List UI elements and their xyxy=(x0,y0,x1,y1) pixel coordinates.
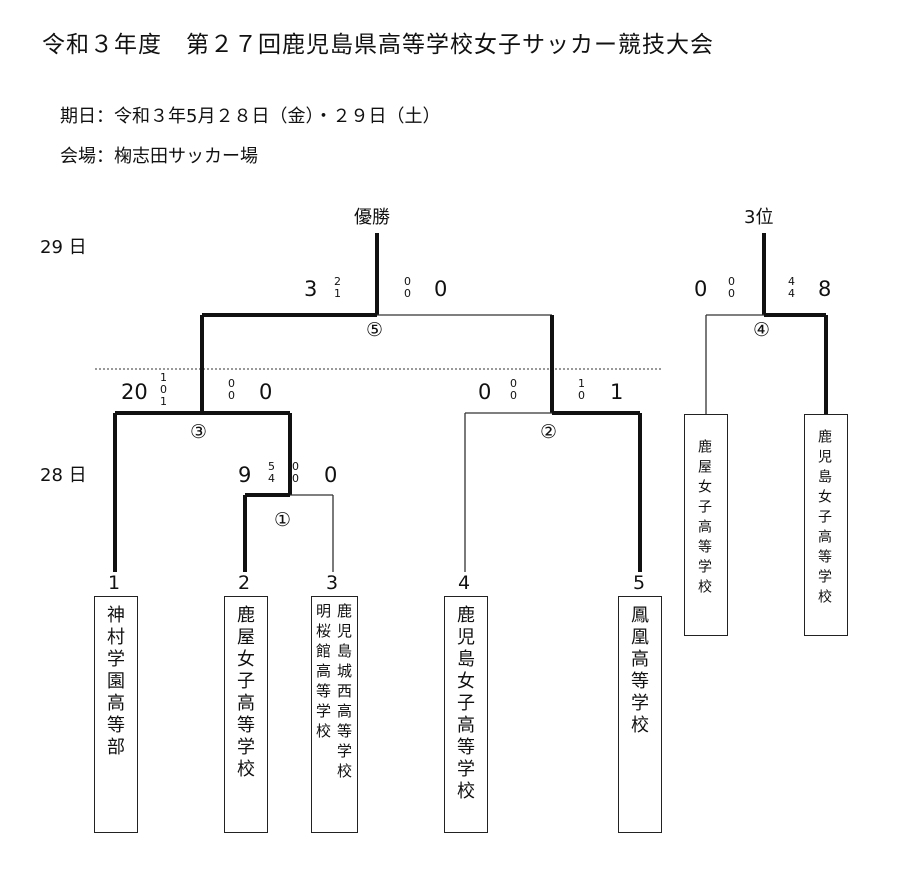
m4-circle-number: ④ xyxy=(753,319,771,341)
m2-right-pk: 1 0 xyxy=(578,377,585,402)
m5-right-score: 0 xyxy=(434,277,448,301)
third-team-box-right: 鹿児島女子高等学校 xyxy=(804,414,848,636)
team-number-2: 2 xyxy=(238,572,251,594)
m3-left-pk: 1 0 1 xyxy=(160,371,167,408)
m3-circle-number: ③ xyxy=(190,421,208,443)
m5-right-pk: 0 0 xyxy=(404,275,411,300)
team-name-1: 神村学園高等部 xyxy=(104,605,125,759)
m3-right-pk: 0 0 xyxy=(228,377,235,402)
team-name-5: 鳳凰高等学校 xyxy=(628,605,649,737)
team-number-5: 5 xyxy=(633,572,646,594)
team-number-3: 3 xyxy=(326,572,339,594)
m5-left-pk: 2 1 xyxy=(334,275,341,300)
m3-right-score: 0 xyxy=(259,380,273,404)
m4-right-pk: 4 4 xyxy=(788,275,795,300)
m5-left-score: 3 xyxy=(304,277,318,301)
team-name-3b: 明桜館高等学校 xyxy=(314,603,332,743)
m2-left-score: 0 xyxy=(478,380,492,404)
third-team-name-left: 鹿屋女子高等学校 xyxy=(696,439,712,599)
m1-right-pk: 0 0 xyxy=(292,460,299,485)
team-box-3: 鹿児島城西高等学校 明桜館高等学校 xyxy=(311,596,358,833)
venue-line: 会場：椈志田サッカー場 xyxy=(60,146,258,167)
date-line: 期日：令和３年5月２８日（金）・２９日（土） xyxy=(60,106,441,127)
team-number-4: 4 xyxy=(458,572,471,594)
third-team-box-left: 鹿屋女子高等学校 xyxy=(684,414,728,636)
page-title: 令和３年度 第２７回鹿児島県高等学校女子サッカー競技大会 xyxy=(42,32,714,58)
m4-right-score: 8 xyxy=(818,277,832,301)
champion-label: 優勝 xyxy=(354,207,390,228)
m3-left-score: 20 xyxy=(121,380,148,404)
team-box-2: 鹿屋女子高等学校 xyxy=(224,596,268,833)
m2-right-score: 1 xyxy=(610,380,624,404)
m1-right-score: 0 xyxy=(324,463,338,487)
third-team-name-right: 鹿児島女子高等学校 xyxy=(816,429,832,609)
m2-left-pk: 0 0 xyxy=(510,377,517,402)
m1-circle-number: ① xyxy=(274,509,292,531)
team-box-5: 鳳凰高等学校 xyxy=(618,596,662,833)
team-box-4: 鹿児島女子高等学校 xyxy=(444,596,488,833)
third-place-label: 3位 xyxy=(744,207,774,228)
m2-circle-number: ② xyxy=(540,421,558,443)
day-29-label: 29 日 xyxy=(40,237,87,258)
team-box-1: 神村学園高等部 xyxy=(94,596,138,833)
team-name-3a: 鹿児島城西高等学校 xyxy=(335,603,353,783)
team-number-1: 1 xyxy=(108,572,121,594)
team-name-4: 鹿児島女子高等学校 xyxy=(454,605,475,803)
m4-left-score: 0 xyxy=(694,277,708,301)
m1-left-pk: 5 4 xyxy=(268,460,275,485)
day-28-label: 28 日 xyxy=(40,465,87,486)
m5-circle-number: ⑤ xyxy=(366,319,384,341)
m4-left-pk: 0 0 xyxy=(728,275,735,300)
m1-left-score: 9 xyxy=(238,463,252,487)
team-name-2: 鹿屋女子高等学校 xyxy=(234,605,255,781)
